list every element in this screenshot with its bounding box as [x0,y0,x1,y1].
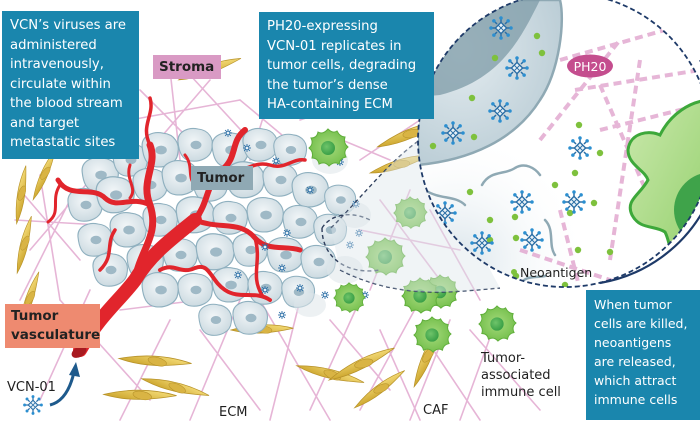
label-line: associated [481,368,551,383]
label-line: Tumor [11,308,59,324]
entry-arrow-icon [49,371,76,407]
vessel-opening [71,346,87,358]
callout-line: the tumor’s dense [267,77,388,93]
callout-line: which attract [594,373,677,388]
callout-line: When tumor [594,297,672,312]
entry-arrowhead-icon [69,362,80,377]
callout-line: metastatic sites [10,135,116,150]
ph20-label: PH20 [567,54,613,78]
vcn01-label: VCN-01 [7,380,56,395]
callout-line: VCN’s viruses are [10,18,126,33]
callout-line: neoantigens [594,335,672,350]
neoantigen-dot-icon [511,269,517,275]
callout-line: VCN-01 replicates in [267,38,402,54]
ecm-label: ECM [219,405,248,420]
callout-line: cells are killed, [594,316,688,331]
callout-line: immune cells [594,392,678,407]
zoom-cone [321,139,501,293]
tumor-vasculature-label: Tumor vasculature [5,304,100,348]
callout-neoantigen-release: When tumor cells are killed, neoantigens… [586,290,700,420]
callout-line: are released, [594,354,676,369]
callout-line: intravenously, [10,57,104,72]
callout-line: the blood stream [10,96,123,111]
callout-line: administered [10,37,97,53]
caf-label: CAF [423,403,449,418]
neoantigen-label: Neoantigen [520,265,592,280]
stroma-label: Stroma [153,55,221,79]
ph20-text: PH20 [574,59,607,74]
tumor-label: Tumor [191,166,253,190]
callout-line: HA-containing ECM [267,97,393,112]
callout-line: PH20-expressing [267,19,378,34]
label-line: vasculature [11,327,101,343]
zoom-cone-fill [331,140,500,293]
tumor-vasculature-vessel [46,96,307,357]
callout-ph20-replication: PH20-expressing VCN-01 replicates in tum… [259,12,434,119]
callout-line: tumor cells, degrading [267,58,417,73]
callout-intravenous-delivery: VCN’s viruses are administered intraveno… [2,11,139,159]
immune-cell-label: Tumor- associated immune cell [481,350,561,401]
callout-line: and target [10,115,80,131]
label-line: Tumor- [481,351,526,366]
label-line: immune cell [481,385,561,400]
vcn01-virus-icon [22,394,44,416]
callout-line: circulate within [10,76,111,92]
